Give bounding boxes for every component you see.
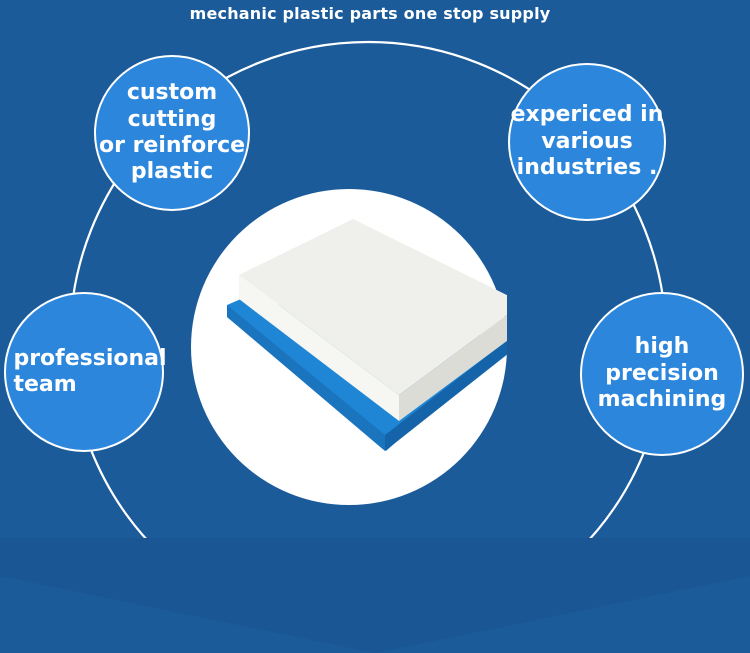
bottom-band: [0, 538, 750, 653]
feature-experienced: expericed in various industries .: [508, 63, 666, 221]
feature-label: high precision machining: [597, 334, 727, 413]
feature-label: professional team: [13, 345, 167, 397]
feature-custom-cutting: custom cutting or reinforce plastic: [94, 55, 250, 211]
product-circle: [191, 189, 523, 505]
plastic-sheet-icon: [227, 219, 523, 451]
feature-professional-team: professional team: [4, 292, 167, 452]
headline: mechanic plastic parts one stop supply: [189, 4, 551, 23]
feature-label: custom cutting or reinforce plastic: [98, 80, 246, 185]
feature-label: expericed in various industries .: [510, 102, 664, 181]
feature-high-precision: high precision machining: [580, 292, 744, 456]
